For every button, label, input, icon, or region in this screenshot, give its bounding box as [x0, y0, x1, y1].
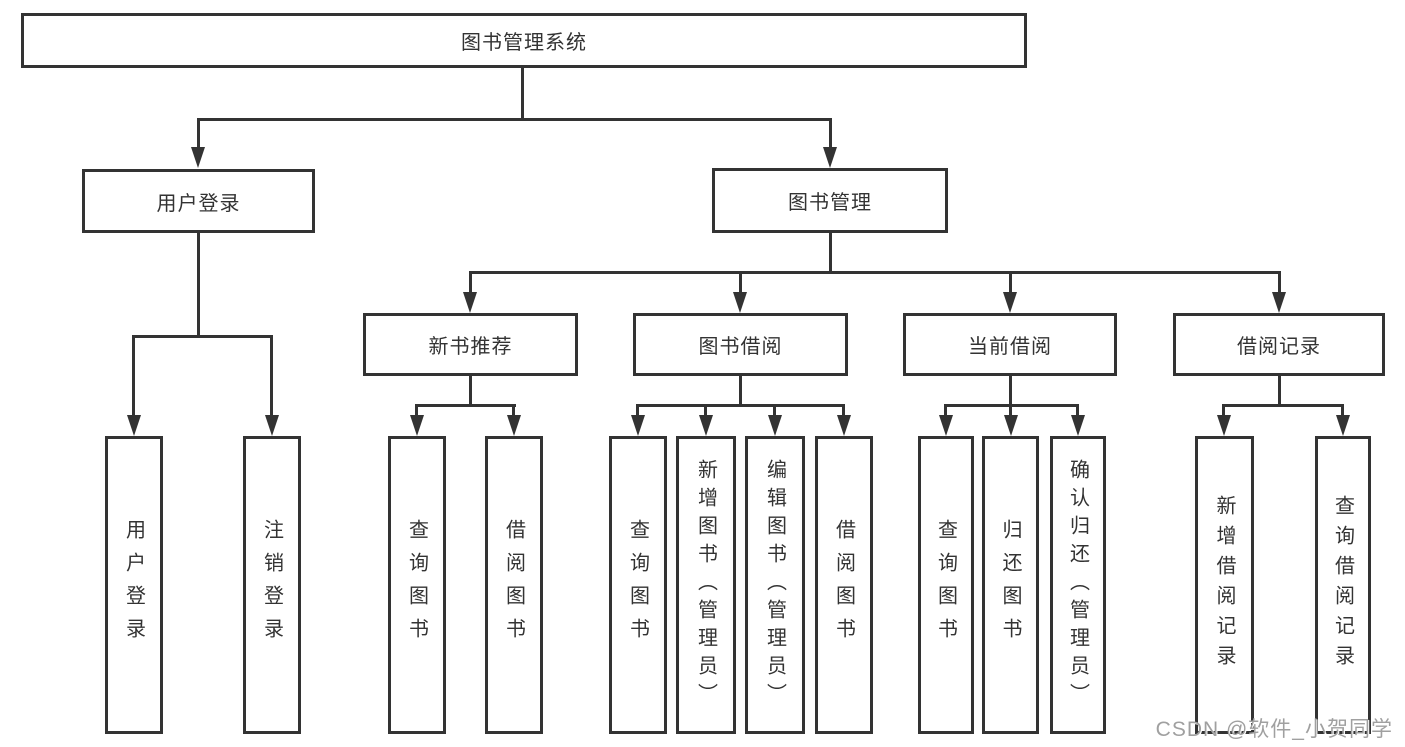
connector-br-bus: [1222, 404, 1344, 407]
connector-borrow-records-stem: [1278, 271, 1281, 294]
leaf-cb-confirm-return-admin-label: 确认归还（管理员）: [1066, 459, 1089, 711]
arrow-down-nbr-query: [410, 415, 424, 436]
connector-user-login-stem: [197, 118, 200, 151]
arrow-down-current-borrow: [1003, 292, 1017, 313]
leaf-br-add-record-label: 新增借阅记录: [1213, 495, 1235, 675]
leaf-logout: 注销登录: [243, 436, 301, 734]
connector-bb-down: [739, 376, 742, 407]
connector-level3-bus: [469, 271, 1281, 274]
arrow-down-nbr-borrow: [507, 415, 521, 436]
arrow-down-bb-borrow: [837, 415, 851, 436]
leaf-bb-query-books-label: 查询图书: [626, 519, 649, 651]
leaf-bb-add-books-admin-label: 新增图书（管理员）: [694, 459, 717, 711]
arrow-down-bb-edit: [768, 415, 782, 436]
node-new-book-rec-label: 新书推荐: [428, 336, 513, 358]
arrow-down-cb-return: [1004, 415, 1018, 436]
connector-book-mgmt-down: [829, 233, 832, 274]
connector-bb-bus: [636, 404, 844, 407]
connector-cb-query-stem: [944, 404, 947, 418]
arrow-down-bb-add: [699, 415, 713, 436]
leaf-cb-query-books: 查询图书: [918, 436, 974, 734]
connector-leaf-user-login-stem: [132, 335, 135, 417]
arrow-down-borrow-records: [1272, 292, 1286, 313]
arrow-down-book-borrow: [733, 292, 747, 313]
connector-cb-confirm-stem: [1076, 404, 1079, 418]
leaf-cb-query-books-label: 查询图书: [934, 519, 957, 651]
leaf-cb-confirm-return-admin: 确认归还（管理员）: [1050, 436, 1106, 734]
node-user-login: 用户登录: [82, 169, 315, 233]
arrow-down-br-add: [1217, 415, 1231, 436]
arrow-down-leaf-user-login: [127, 415, 141, 436]
leaf-br-add-record: 新增借阅记录: [1195, 436, 1254, 734]
node-root: 图书管理系统: [21, 13, 1027, 68]
connector-br-down: [1278, 376, 1281, 407]
node-book-mgmt-label: 图书管理: [788, 192, 872, 214]
leaf-bb-add-books-admin: 新增图书（管理员）: [676, 436, 736, 734]
leaf-cb-return-books-label: 归还图书: [999, 519, 1021, 651]
leaf-bb-edit-books-admin: 编辑图书（管理员）: [745, 436, 805, 734]
leaf-nbr-query-books-label: 查询图书: [405, 519, 428, 651]
node-user-login-label: 用户登录: [156, 192, 241, 215]
connector-nbr-query-stem: [415, 404, 418, 418]
node-current-borrow: 当前借阅: [903, 313, 1117, 376]
connector-current-borrow-stem: [1009, 271, 1012, 294]
connector-nbr-bus: [415, 404, 516, 407]
arrow-down-leaf-logout: [265, 415, 279, 436]
connector-bb-query-stem: [636, 404, 639, 418]
arrow-down-new-book-rec: [463, 292, 477, 313]
leaf-bb-borrow-books: 借阅图书: [815, 436, 873, 734]
leaf-nbr-query-books: 查询图书: [388, 436, 446, 734]
connector-book-borrow-stem: [739, 271, 742, 294]
connector-nbr-down: [469, 376, 472, 407]
leaf-nbr-borrow-books: 借阅图书: [485, 436, 543, 734]
arrow-down-book-mgmt: [823, 147, 837, 168]
connector-bb-borrow-stem: [842, 404, 845, 418]
node-current-borrow-label: 当前借阅: [968, 336, 1052, 358]
node-borrow-records: 借阅记录: [1173, 313, 1385, 376]
leaf-br-query-record: 查询借阅记录: [1315, 436, 1371, 734]
arrow-down-br-query: [1336, 415, 1350, 436]
leaf-nbr-borrow-books-label: 借阅图书: [502, 519, 525, 651]
csdn-watermark: CSDN @软件_小贺同学: [1155, 718, 1393, 741]
leaf-bb-query-books: 查询图书: [609, 436, 667, 734]
leaf-bb-borrow-books-label: 借阅图书: [832, 519, 855, 651]
connector-br-query-stem: [1341, 404, 1344, 418]
arrow-down-bb-query: [631, 415, 645, 436]
arrow-down-cb-confirm: [1071, 415, 1085, 436]
connector-book-mgmt-stem: [829, 118, 832, 151]
connector-root-stem: [521, 68, 524, 119]
node-new-book-rec: 新书推荐: [363, 313, 578, 376]
node-borrow-records-label: 借阅记录: [1237, 336, 1321, 358]
arrow-down-cb-query: [939, 415, 953, 436]
connector-user-login-down: [197, 233, 200, 338]
connector-nbr-borrow-stem: [512, 404, 515, 418]
node-root-label: 图书管理系统: [461, 32, 587, 54]
connector-cb-down: [1009, 376, 1012, 407]
connector-user-login-bus: [132, 335, 273, 338]
connector-root-bus: [197, 118, 832, 121]
leaf-user-login-label: 用户登录: [122, 519, 145, 651]
arrow-down-user-login: [191, 147, 205, 168]
connector-br-add-stem: [1222, 404, 1225, 418]
leaf-cb-return-books: 归还图书: [982, 436, 1039, 734]
leaf-bb-edit-books-admin-label: 编辑图书（管理员）: [763, 459, 786, 711]
node-book-mgmt: 图书管理: [712, 168, 948, 233]
leaf-user-login: 用户登录: [105, 436, 163, 734]
leaf-logout-label: 注销登录: [260, 519, 283, 651]
connector-leaf-logout-stem: [270, 335, 273, 417]
connector-bb-add-stem: [704, 404, 707, 418]
connector-cb-return-stem: [1009, 404, 1012, 418]
leaf-br-query-record-label: 查询借阅记录: [1331, 495, 1354, 675]
connector-new-book-rec-stem: [469, 271, 472, 294]
connector-bb-edit-stem: [773, 404, 776, 418]
node-book-borrow-label: 图书借阅: [698, 336, 783, 358]
node-book-borrow: 图书借阅: [633, 313, 848, 376]
